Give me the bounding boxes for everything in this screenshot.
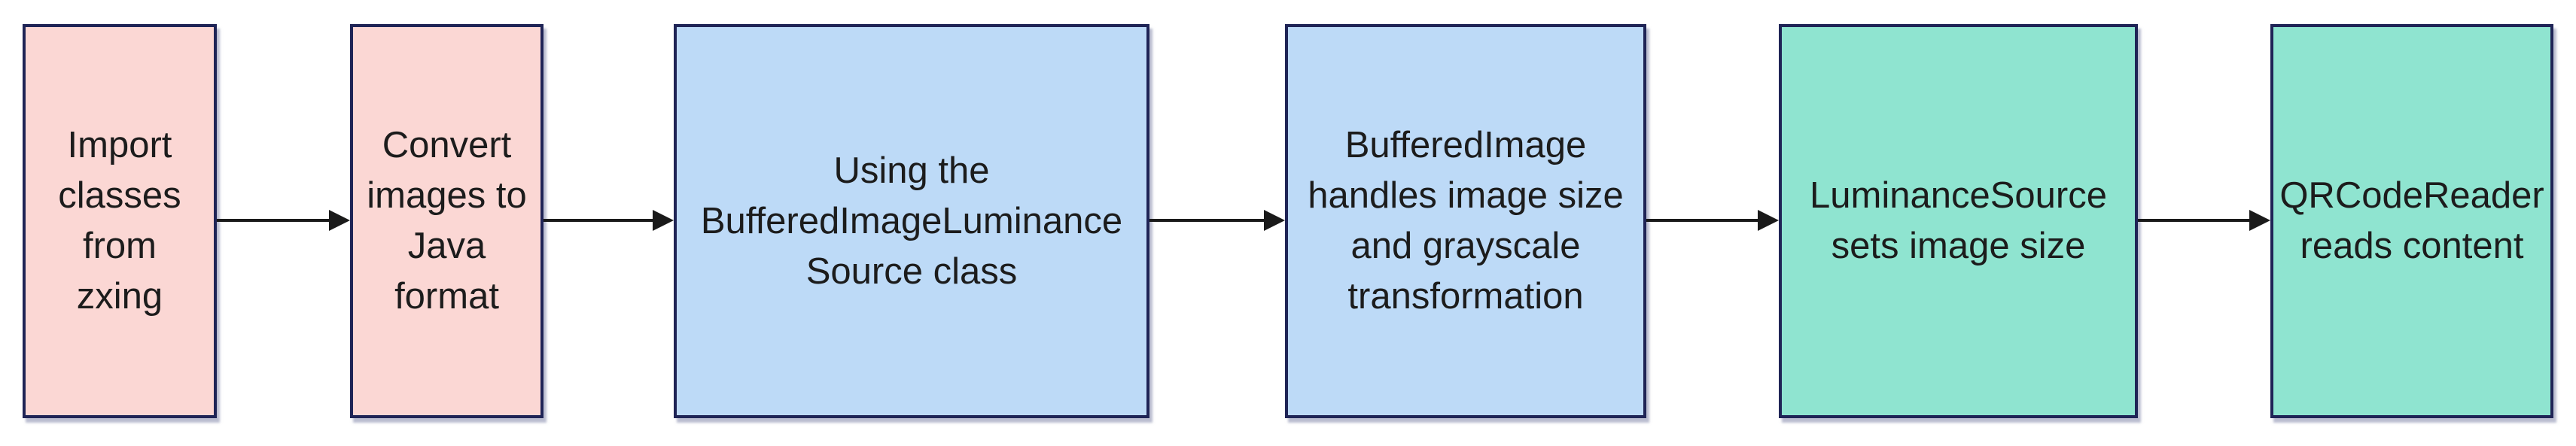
flow-step-luminance-source-size: LuminanceSource sets image size: [1779, 24, 2138, 418]
arrow-line: [217, 219, 329, 222]
arrowhead-right-icon: [1264, 210, 1285, 231]
flow-arrow: [544, 210, 674, 231]
arrow-line: [544, 219, 653, 222]
arrowhead-right-icon: [1758, 210, 1779, 231]
step-label: BufferedImage handles image size and gra…: [1308, 125, 1624, 317]
arrow-line: [1149, 219, 1264, 222]
arrow-line: [1646, 219, 1758, 222]
step-label: Using the BufferedImageLuminance Source …: [700, 150, 1123, 292]
flow-arrow: [217, 210, 350, 231]
flow-step-buffered-image-transformation: BufferedImage handles image size and gra…: [1285, 24, 1646, 418]
flow-step-convert-images: Convert images to Java format: [350, 24, 544, 418]
arrow-line: [2138, 219, 2249, 222]
arrowhead-right-icon: [329, 210, 350, 231]
step-label: LuminanceSource sets image size: [1810, 175, 2107, 266]
flow-step-buffered-image-luminance-source: Using the BufferedImageLuminance Source …: [674, 24, 1149, 418]
arrowhead-right-icon: [2249, 210, 2270, 231]
flow-step-import-classes: Import classes from zxing: [23, 24, 217, 418]
flow-arrow: [2138, 210, 2270, 231]
flow-step-qrcode-reader: QRCodeReader reads content: [2270, 24, 2553, 418]
step-label: Convert images to Java format: [367, 125, 527, 317]
step-label: Import classes from zxing: [58, 125, 181, 317]
step-label: QRCodeReader reads content: [2279, 175, 2544, 266]
arrowhead-right-icon: [653, 210, 674, 231]
flow-arrow: [1149, 210, 1285, 231]
flow-arrow: [1646, 210, 1779, 231]
